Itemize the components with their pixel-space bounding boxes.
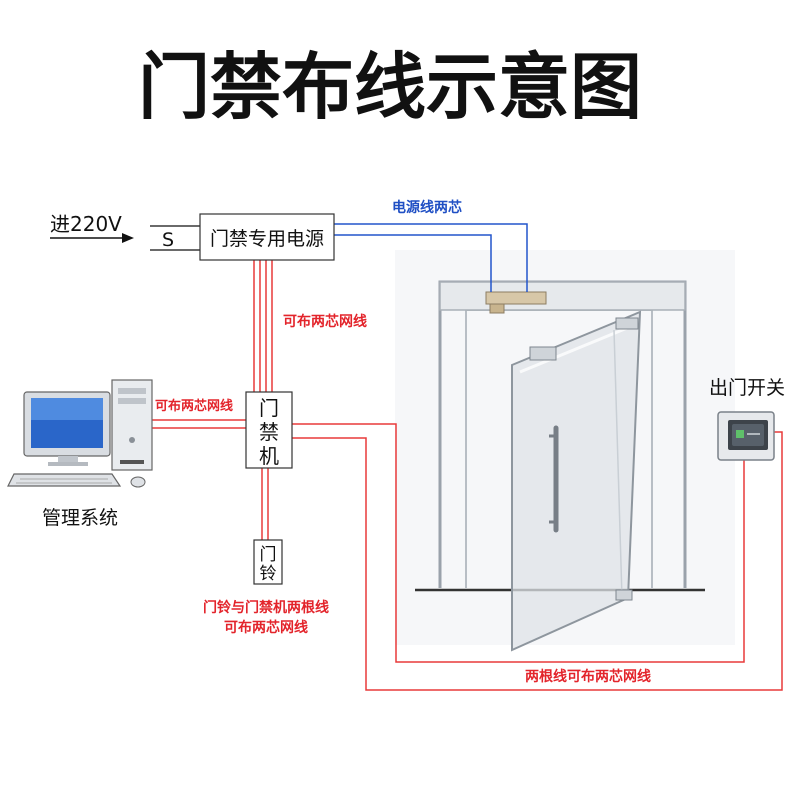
glass-door-icon bbox=[395, 250, 735, 652]
doorbell-char-2: 铃 bbox=[260, 564, 277, 584]
controller-char-1: 门 bbox=[259, 396, 279, 420]
doorbell-box bbox=[253, 539, 283, 585]
doorbell-wire-label-1: 门铃与门禁机两根线 bbox=[203, 599, 329, 616]
exit-button-icon bbox=[717, 411, 775, 461]
power-wire-blue bbox=[334, 223, 528, 292]
management-label: 管理系统 bbox=[42, 507, 118, 529]
network-wire-label-1: 可布两芯网线 bbox=[283, 313, 367, 330]
exit-switch-label: 出门开关 bbox=[709, 377, 785, 399]
switch-label: S bbox=[162, 229, 174, 251]
input-arrow-head bbox=[122, 233, 134, 243]
network-wire-label-2: 可布两芯网线 bbox=[155, 398, 233, 414]
power-supply-label: 门禁专用电源 bbox=[210, 228, 324, 250]
computer-icon bbox=[7, 379, 153, 488]
bottom-wire-label: 两根线可布两芯网线 bbox=[525, 668, 651, 685]
controller-char-2: 禁 bbox=[259, 420, 279, 444]
controller-box bbox=[245, 391, 293, 469]
doorbell-wire-label-2: 可布两芯网线 bbox=[224, 619, 308, 636]
page-title: 门禁布线示意图 bbox=[138, 45, 642, 129]
power-wire-label: 电源线两芯 bbox=[392, 199, 462, 216]
network-wires-red bbox=[152, 260, 783, 691]
doorbell-char-1: 门 bbox=[260, 545, 277, 565]
controller-char-3: 机 bbox=[259, 444, 279, 468]
input-power-label: 进220V bbox=[50, 212, 122, 236]
power-supply-box bbox=[199, 213, 335, 261]
